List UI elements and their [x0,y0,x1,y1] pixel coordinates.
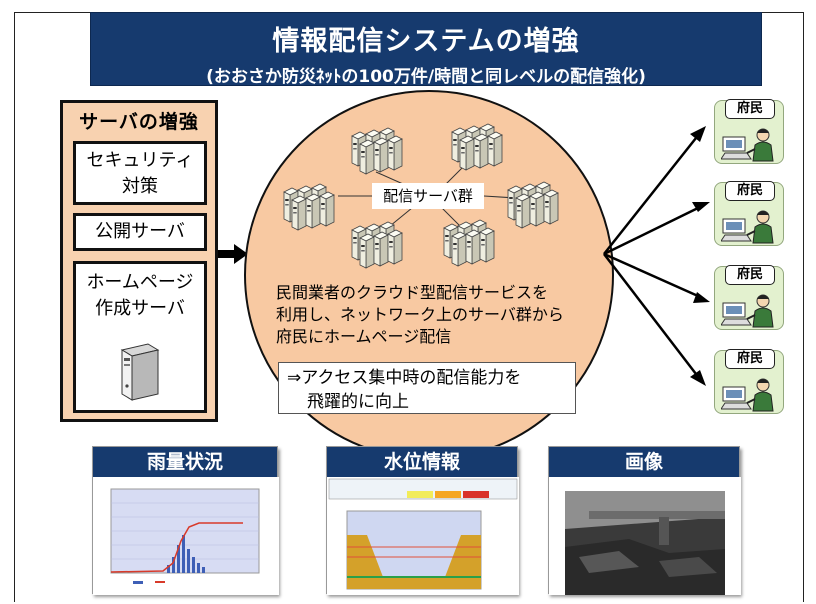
distribution-arrows [603,126,710,386]
person-at-computer-icon [721,378,774,412]
rainfall-title: 雨量状況 [93,447,277,477]
water-level-chart-thumbnail [327,477,519,595]
citizen-card: 府民 [714,349,784,414]
title-banner: 情報配信システムの増強 (おおさか防災ﾈｯﾄの100万件/時間と同レベルの配信強… [90,12,762,87]
water-level-panel: 水位情報 [326,446,519,595]
public-server-label: 公開サーバ [95,221,185,242]
citizen-label: 府民 [725,265,775,285]
server-group-2 [452,124,502,170]
security-line1: セキュリティ [86,150,194,171]
homepage-server-box: ホームページ 作成サーバ [73,261,207,413]
cloud-description: 民間業者のクラウド型配信サービスを 利用し、ネットワーク上のサーバ群から 府民に… [276,282,596,348]
page-subtitle: (おおさか防災ﾈｯﾄの100万件/時間と同レベルの配信強化) [206,67,646,87]
frame-left [14,12,15,602]
citizen-label: 府民 [725,181,775,201]
citizen-card: 府民 [714,265,784,330]
callout-line-1: ⇒アクセス集中時の配信能力を [287,368,522,388]
frame-right [803,12,804,602]
river-camera-thumbnail [549,477,741,595]
citizen-card: 府民 [714,99,784,164]
server-group-label: 配信サーバ群 [372,183,484,209]
server-group-3 [284,184,334,230]
camera-image-title: 画像 [549,447,739,477]
water-level-title: 水位情報 [327,447,517,477]
description-line-1: 民間業者のクラウド型配信サービスを [276,283,549,302]
homepage-line2: 作成サーバ [95,298,185,319]
server-group-6 [444,220,494,266]
server-box-title: サーバの増強 [79,111,199,133]
camera-image-panel: 画像 [548,446,741,595]
rainfall-chart-thumbnail [93,477,279,595]
server-group-1 [352,128,402,174]
server-group-5 [352,222,402,268]
person-at-computer-icon [721,210,774,244]
description-line-3: 府民にホームページ配信 [276,327,452,346]
homepage-line1: ホームページ [86,272,194,293]
public-server-box: 公開サーバ [73,213,207,251]
person-at-computer-icon [721,128,774,162]
citizen-label: 府民 [725,99,775,119]
citizen-card: 府民 [714,181,784,246]
citizen-label: 府民 [725,349,775,369]
pc-tower-icon [120,343,160,401]
arrow-right-icon [218,244,248,264]
page-title: 情報配信システムの増強 [272,26,580,57]
description-line-2: 利用し、ネットワーク上のサーバ群から [276,305,564,324]
rainfall-panel: 雨量状況 [92,446,279,595]
server-group-4 [508,182,558,228]
security-line2: 対策 [122,176,158,197]
capacity-callout: ⇒アクセス集中時の配信能力を 飛躍的に向上 [278,362,576,414]
callout-line-2: 飛躍的に向上 [307,392,409,412]
person-at-computer-icon [721,294,774,328]
security-box: セキュリティ 対策 [73,141,207,205]
server-reinforcement-box: サーバの増強 セキュリティ 対策 公開サーバ ホームページ 作成サーバ [60,100,218,422]
